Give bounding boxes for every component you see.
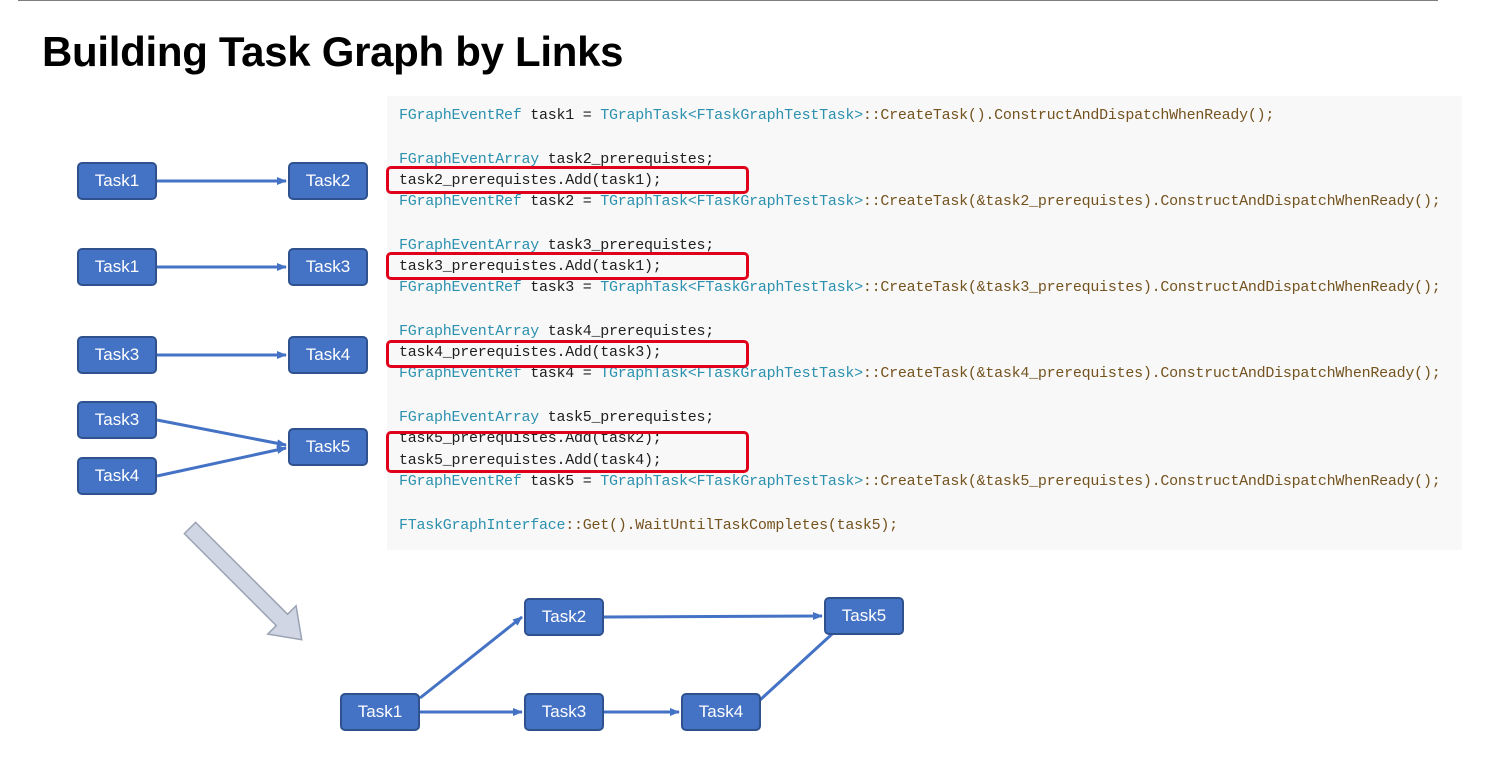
code-text: task1 =: [521, 107, 601, 124]
code-call: ::CreateTask(&task3_prerequistes).Constr…: [862, 279, 1441, 296]
code-text: task2 =: [521, 193, 601, 210]
code-line-task5-add1: task5_prerequistes.Add(task2);: [399, 430, 662, 447]
code-text: task3_prerequistes;: [539, 237, 715, 254]
slide-title: Building Task Graph by Links: [42, 28, 624, 75]
graph-node-task4: Task4: [681, 693, 761, 731]
code-template: <FTaskGraphTestTask>: [687, 473, 863, 490]
code-text: task2_prerequistes;: [539, 151, 715, 168]
graph-node-task5: Task5: [824, 597, 904, 635]
graph-node-task3: Task3: [524, 693, 604, 731]
link-node-task4-row3: Task4: [288, 336, 368, 374]
code-type: FGraphEventRef: [399, 279, 522, 296]
code-type: FGraphEventArray: [399, 409, 540, 426]
code-type: FGraphEventRef: [399, 473, 522, 490]
link-node-task3-row4: Task3: [77, 401, 157, 439]
link-node-task1-row1: Task1: [77, 162, 157, 200]
edge-graph-task4-task5: [758, 622, 845, 702]
code-line-task3-ref: FGraphEventRef task3 = TGraphTask<FTaskG…: [399, 279, 1441, 297]
code-type: FGraphEventRef: [399, 193, 522, 210]
link-node-task4-row4: Task4: [77, 457, 157, 495]
code-call: ::CreateTask(&task4_prerequistes).Constr…: [862, 365, 1441, 382]
link-node-task1-row2: Task1: [77, 248, 157, 286]
code-type: FGraphEventRef: [399, 107, 522, 124]
code-type: TGraphTask: [600, 365, 688, 382]
code-template: <FTaskGraphTestTask>: [687, 279, 863, 296]
code-call: ::CreateTask().ConstructAndDispatchWhenR…: [862, 107, 1275, 124]
link-node-task3-row2: Task3: [288, 248, 368, 286]
code-call: ::CreateTask(&task2_prerequistes).Constr…: [862, 193, 1441, 210]
code-panel: [387, 96, 1462, 550]
highlight-box-task2: [386, 166, 749, 194]
code-type: FGraphEventArray: [399, 237, 540, 254]
code-line-task4-ref: FGraphEventRef task4 = TGraphTask<FTaskG…: [399, 365, 1441, 383]
code-line-task3-add: task3_prerequistes.Add(task1);: [399, 258, 662, 275]
highlight-box-task5: [386, 431, 749, 473]
code-template: <FTaskGraphTestTask>: [687, 365, 863, 382]
code-type: TGraphTask: [600, 107, 688, 124]
code-line-task5-decl: FGraphEventArray task5_prerequistes;: [399, 409, 714, 427]
code-line-task5-add2: task5_prerequistes.Add(task4);: [399, 452, 662, 469]
code-call: ::Get().WaitUntilTaskCompletes(task5);: [565, 517, 898, 534]
highlight-box-task3: [386, 252, 749, 280]
code-call: ::CreateTask(&task5_prerequistes).Constr…: [862, 473, 1441, 490]
link-node-task5-row4: Task5: [288, 428, 368, 466]
code-template: <FTaskGraphTestTask>: [687, 193, 863, 210]
code-line-task2-ref: FGraphEventRef task2 = TGraphTask<FTaskG…: [399, 193, 1441, 211]
link-node-task2-row1: Task2: [288, 162, 368, 200]
graph-node-task1: Task1: [340, 693, 420, 731]
code-text: task5 =: [521, 473, 601, 490]
code-type: TGraphTask: [600, 473, 688, 490]
link-node-task3-row3: Task3: [77, 336, 157, 374]
code-type: FTaskGraphInterface: [399, 517, 566, 534]
code-line-task1: FGraphEventRef task1 = TGraphTask<FTaskG…: [399, 107, 1274, 125]
code-type: FGraphEventArray: [399, 323, 540, 340]
code-line-task4-add: task4_prerequistes.Add(task3);: [399, 344, 662, 361]
edge-graph-task1-task2: [419, 615, 523, 700]
graph-node-task2: Task2: [524, 598, 604, 636]
code-type: TGraphTask: [600, 193, 688, 210]
code-text: task4 =: [521, 365, 601, 382]
code-text: task3 =: [521, 279, 601, 296]
code-line-task2-add: task2_prerequistes.Add(task1);: [399, 172, 662, 189]
code-text: task5_prerequistes;: [539, 409, 715, 426]
edge-row4-task4-task5: [156, 446, 287, 478]
code-type: TGraphTask: [600, 279, 688, 296]
top-rule: [18, 0, 1438, 1]
edge-graph-task2-task5: [603, 612, 823, 621]
code-line-task5-ref: FGraphEventRef task5 = TGraphTask<FTaskG…: [399, 473, 1441, 491]
code-line-task2-decl: FGraphEventArray task2_prerequistes;: [399, 151, 714, 169]
code-type: FGraphEventRef: [399, 365, 522, 382]
down-arrow-icon: [183, 521, 303, 641]
code-line-task4-decl: FGraphEventArray task4_prerequistes;: [399, 323, 714, 341]
code-template: <FTaskGraphTestTask>: [687, 107, 863, 124]
code-line-wait: FTaskGraphInterface::Get().WaitUntilTask…: [399, 517, 898, 535]
highlight-box-task4: [386, 340, 749, 368]
code-type: FGraphEventArray: [399, 151, 540, 168]
code-line-task3-decl: FGraphEventArray task3_prerequistes;: [399, 237, 714, 255]
edge-row4-task3-task5: [156, 418, 287, 448]
code-text: task4_prerequistes;: [539, 323, 715, 340]
